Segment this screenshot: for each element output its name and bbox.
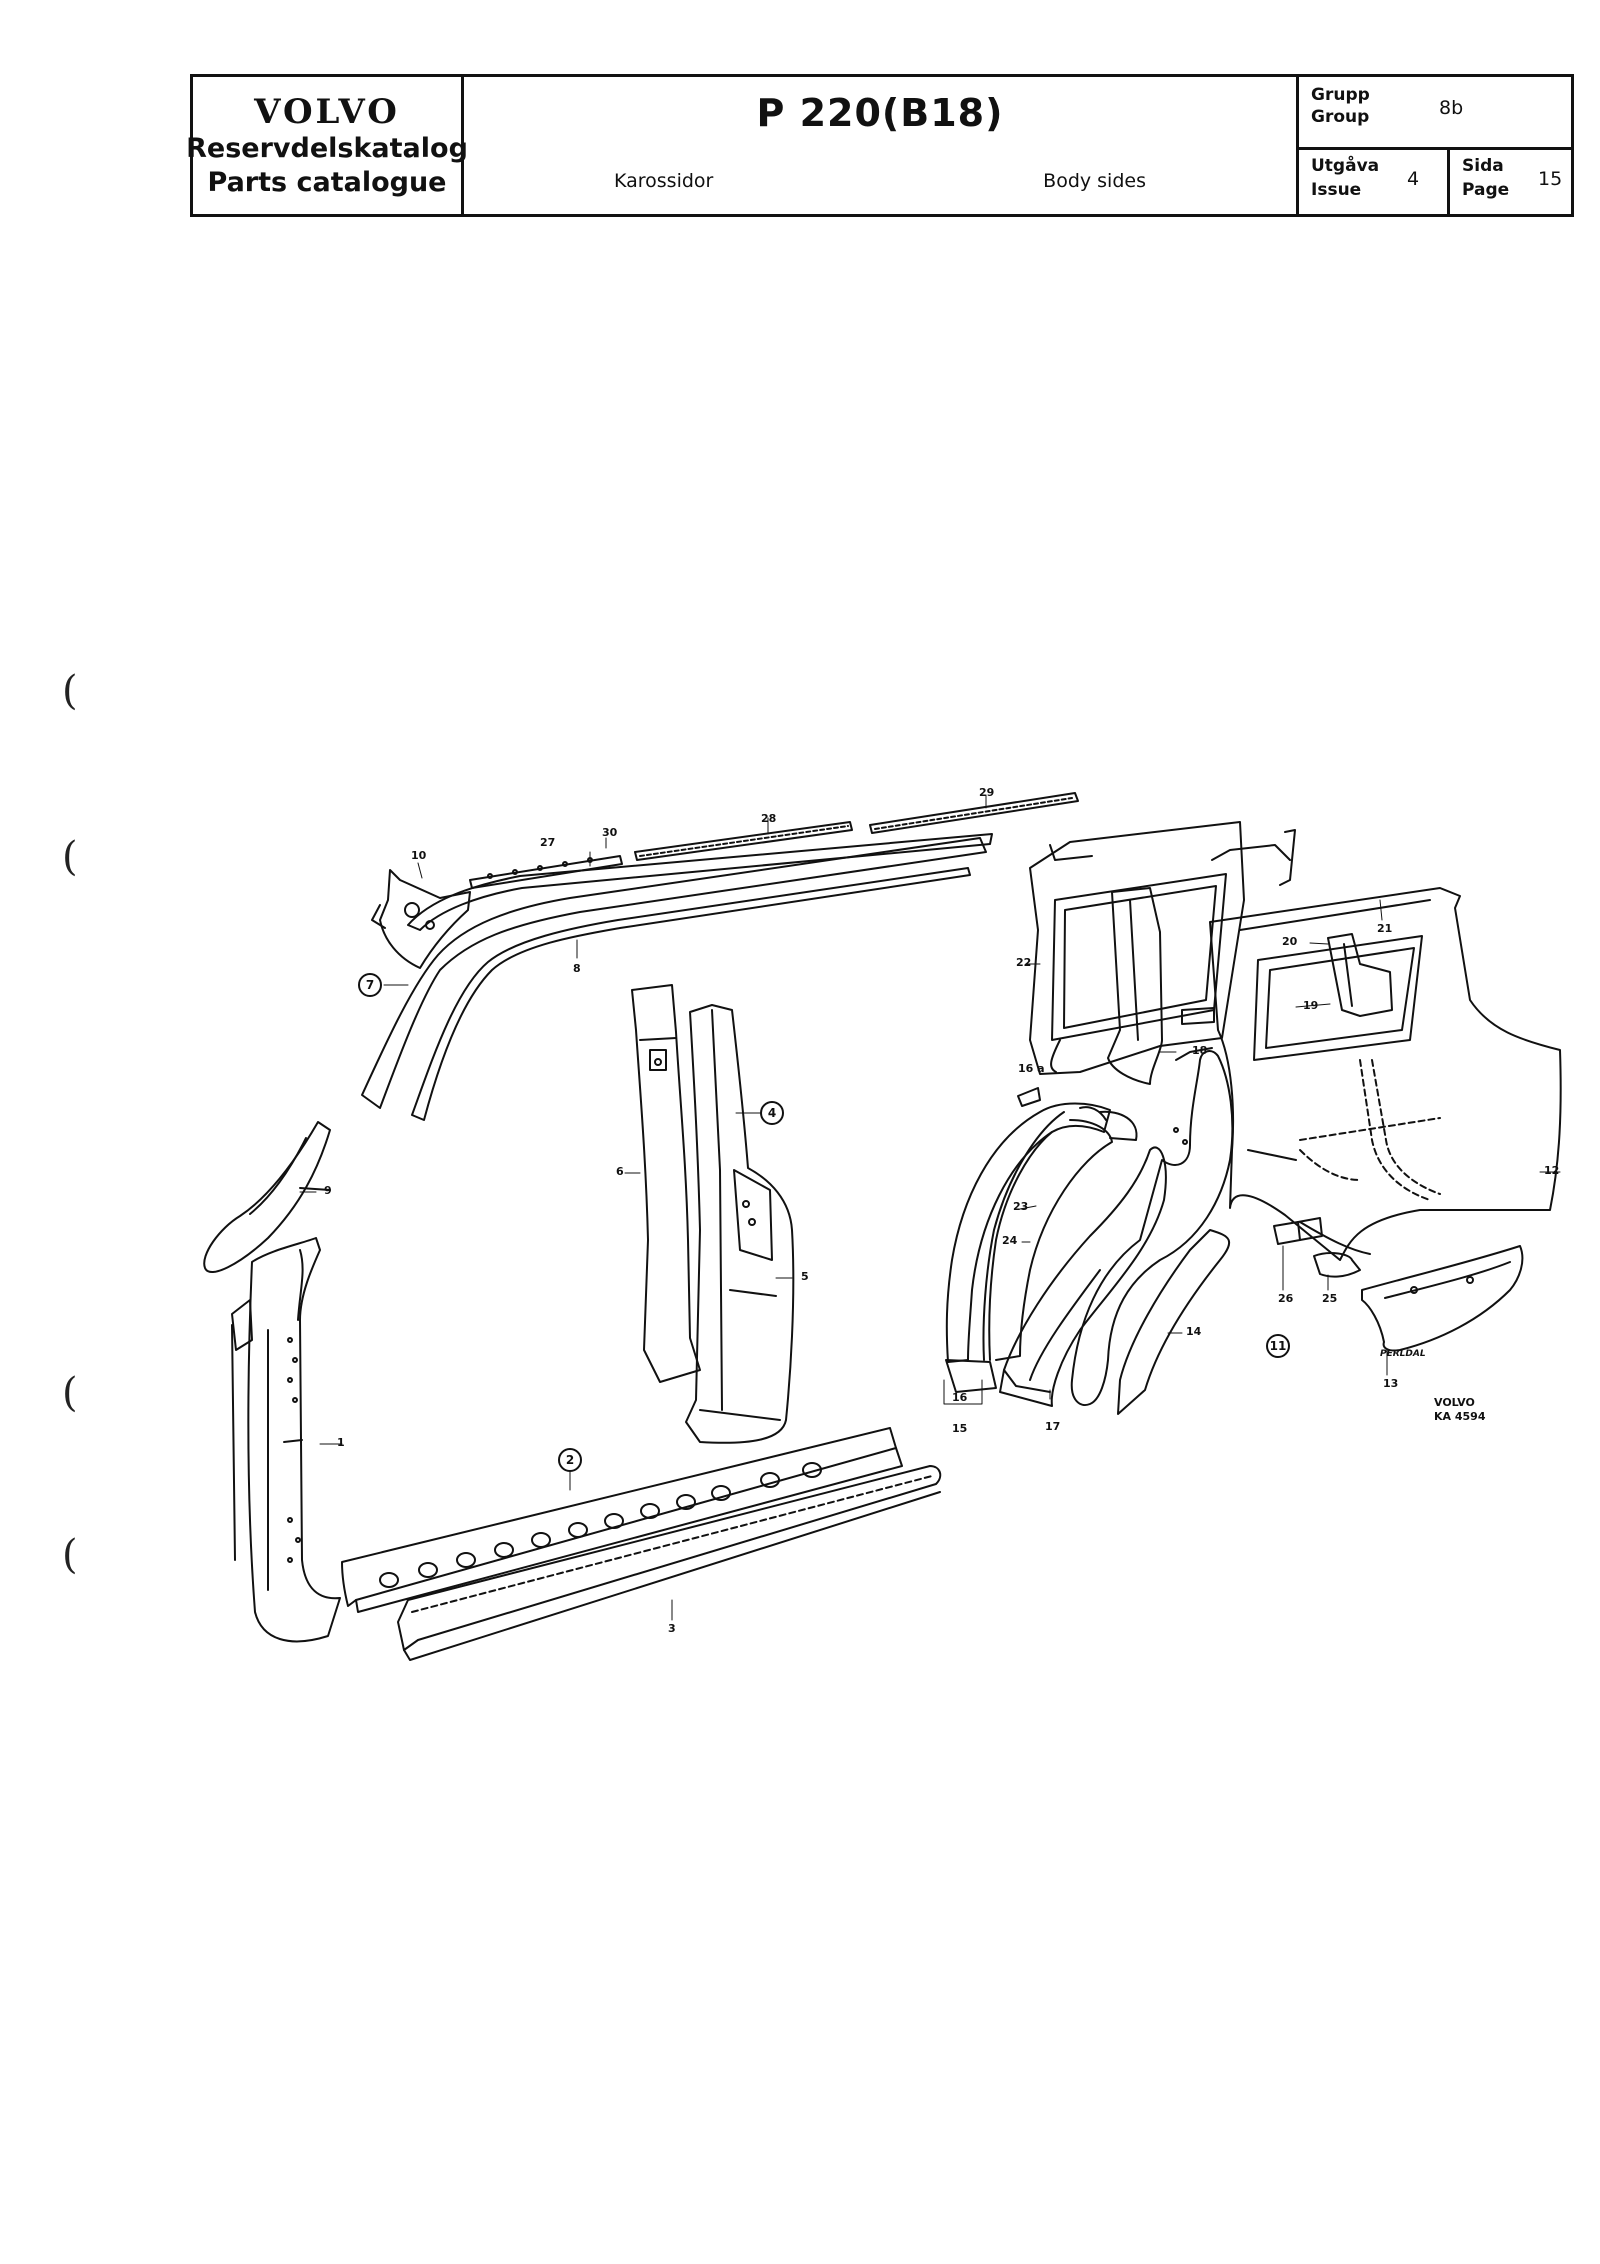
issue-cell: Utgåva Issue 4 [1299,150,1450,214]
title-block: P 220(B18) Karossidor Body sides [464,77,1299,214]
part-plate-25 [1299,1221,1371,1278]
page-label-en: Page [1462,180,1510,200]
page-label-sv: Sida [1462,156,1504,176]
group-label-sv: Grupp [1311,85,1370,105]
callout-12: 12 [1544,1164,1560,1177]
brand-name: VOLVO [254,91,400,132]
callout-22: 22 [1016,956,1032,969]
callout-26: 26 [1278,1292,1294,1305]
issue-label-sv: Utgåva [1311,156,1380,176]
callout-15: 15 [952,1422,968,1435]
page-value: 15 [1538,168,1563,190]
callout-18: 18 [1192,1044,1208,1057]
brand-block: VOLVO Reservdelskatalog Parts catalogue [186,77,468,214]
callout-14: 14 [1186,1325,1202,1338]
margin-mark: ( [62,1532,78,1578]
callout-13: 13 [1383,1377,1399,1390]
callout-29: 29 [979,786,995,799]
meta-block: Grupp Group 8b Utgåva Issue 4 Sida Page … [1299,77,1571,214]
callout-1: 1 [337,1436,345,1449]
part-sill-outer-3 [397,1465,942,1661]
section-title-en: Body sides [1043,170,1146,192]
part-b-pillar-inner-6 [631,984,701,1383]
part-roof-rail-8 [411,867,971,1121]
group-value: 8b [1439,97,1464,119]
callout-19: 19 [1303,999,1319,1012]
part-wheel-housing-15 [945,1102,1138,1393]
part-wheel-arch-14 [1070,1047,1234,1415]
section-title-sv: Karossidor [614,170,714,192]
part-plate-26 [1273,1217,1323,1245]
part-corner-10 [371,869,471,969]
part-drip-27 [469,855,623,889]
callout-21: 21 [1377,922,1393,935]
stamp-brand: VOLVO [1434,1396,1475,1409]
callout-27: 27 [540,836,556,849]
callout-16a: 16 a [1018,1062,1045,1075]
callout-20: 20 [1282,935,1298,948]
model-title: P 220(B18) [756,91,1004,135]
part-b-pillar-outer-5 [685,1004,795,1444]
part-drip-29 [869,792,1079,834]
callout-17: 17 [1045,1420,1061,1433]
issue-label-en: Issue [1311,180,1362,200]
part-roof-rail-7 [361,833,993,1109]
part-c-pillar-18 [1107,887,1163,1085]
margin-mark: ( [62,834,78,880]
callout-24: 24 [1002,1234,1018,1247]
part-valance-13 [1361,1245,1524,1352]
drawing-stamp: VOLVO KA 4594 [1434,1396,1485,1424]
catalog-header: VOLVO Reservdelskatalog Parts catalogue … [186,74,1574,217]
artist-signature: PERLDAL [1380,1349,1426,1359]
callout-28: 28 [761,812,777,825]
leader-lines [299,794,1561,1621]
callout-9: 9 [324,1184,332,1197]
catalog-title-sv: Reservdelskatalog [186,132,468,164]
callout-16: 16 [952,1391,968,1404]
margin-mark: ( [62,668,78,714]
callout-25: 25 [1322,1292,1338,1305]
part-bracket-19-20 [1327,933,1393,1017]
margin-mark: ( [62,1370,78,1416]
catalog-title-en: Parts catalogue [207,166,447,198]
group-label-en: Group [1311,107,1370,127]
callout-30: 30 [602,826,618,839]
callout-5: 5 [801,1270,809,1283]
callout-4: 4 [760,1101,784,1125]
callout-11: 11 [1266,1334,1290,1358]
stamp-code: KA 4594 [1434,1410,1486,1423]
issue-value: 4 [1407,168,1420,190]
callout-7: 7 [358,973,382,997]
callout-8: 8 [573,962,581,975]
callout-10: 10 [411,849,427,862]
part-bracket-9 [203,1121,331,1273]
part-a-pillar [231,1237,341,1643]
callout-23: 23 [1013,1200,1029,1213]
page-cell: Sida Page 15 [1450,150,1571,214]
callout-3: 3 [668,1622,676,1635]
part-rear-quarter-12 [1209,829,1562,1261]
callout-2: 2 [558,1448,582,1472]
part-wheel-arch-17 [999,1146,1167,1407]
part-bracket-16a [1017,1087,1041,1107]
callout-6: 6 [616,1165,624,1178]
part-sill-inner-2 [341,1427,903,1613]
group-cell: Grupp Group 8b [1299,77,1571,150]
part-drip-28 [634,821,853,861]
